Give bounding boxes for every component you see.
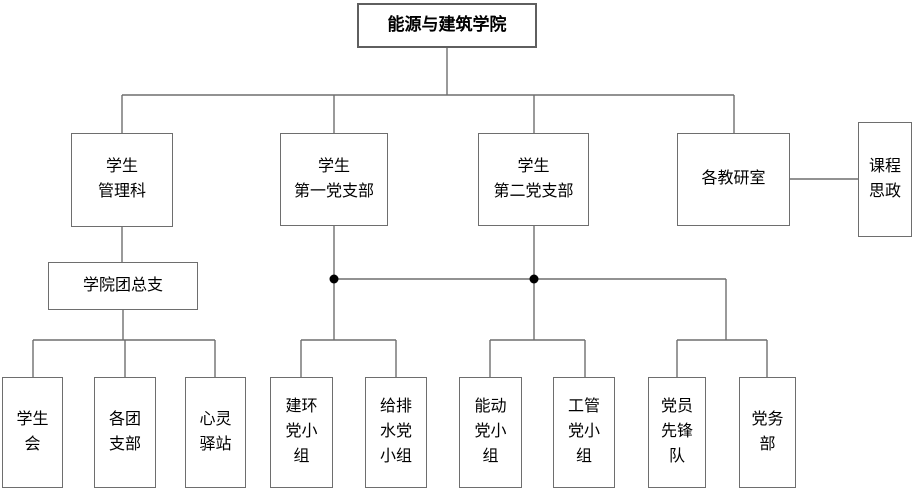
node-root-label: 能源与建筑学院 [387,15,507,35]
node-nengdong-group: 能动 党小 组 [459,377,522,488]
node-party-affairs-label: 党务 部 [751,410,784,453]
node-party-branch-2-label: 学生 第二党支部 [493,157,574,200]
node-party-branch-2: 学生 第二党支部 [478,133,589,226]
node-party-affairs: 党务 部 [739,377,796,488]
node-league-branches: 各团 支部 [94,377,156,488]
node-student-affairs-label: 学生 管理科 [97,158,146,200]
node-youth-league-label: 学院团总支 [82,276,163,294]
node-mind-station: 心灵 驿站 [185,377,246,488]
node-teaching-offices-label: 各教研室 [701,170,766,188]
node-curriculum-ideology: 课程 思政 [858,122,912,237]
node-jianhuan-group: 建环 党小 组 [270,377,333,488]
node-jipaishui-group: 给排 水党 小组 [365,377,427,488]
node-mind-station-label: 心灵 驿站 [199,410,232,453]
node-student-affairs: 学生 管理科 [71,133,173,227]
node-pioneer-team: 党员 先锋 队 [648,377,706,488]
node-student-union-label: 学生 会 [16,410,49,453]
node-teaching-offices: 各教研室 [677,133,790,226]
node-party-branch-1-label: 学生 第一党支部 [293,157,374,200]
node-gongguan-group-label: 工管 党小 组 [567,398,600,465]
node-youth-league: 学院团总支 [48,262,198,310]
junction-dot-branch-2 [529,274,539,284]
node-nengdong-group-label: 能动 党小 组 [474,398,507,465]
node-party-branch-1: 学生 第一党支部 [280,133,388,226]
node-curriculum-ideology-label: 课程 思政 [868,157,901,200]
node-student-union: 学生 会 [2,377,63,488]
node-gongguan-group: 工管 党小 组 [553,377,615,488]
junction-dot-branch-1 [329,274,339,284]
node-pioneer-team-label: 党员 先锋 队 [660,398,693,465]
node-jipaishui-group-label: 给排 水党 小组 [379,398,412,465]
node-jianhuan-group-label: 建环 党小 组 [285,398,318,465]
node-root: 能源与建筑学院 [357,3,537,48]
node-league-branches-label: 各团 支部 [108,410,141,453]
